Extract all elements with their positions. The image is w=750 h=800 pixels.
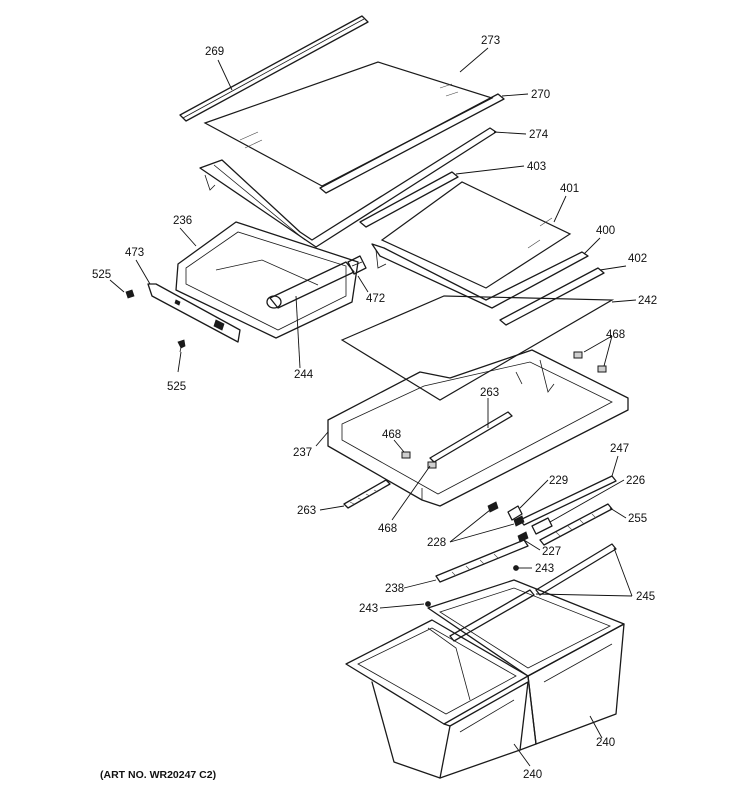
label-255: 255 [628,513,647,525]
glass-cover-242 [340,295,615,401]
label-270: 270 [531,89,550,101]
label-274: 274 [529,129,549,141]
shelf-trim-270 [319,93,505,194]
label-525-lower: 525 [167,381,186,393]
label-236: 236 [173,215,192,227]
seal-strip-263-upper [429,411,513,463]
callout-labels: 269 273 270 274 403 401 400 402 242 236 … [92,35,657,781]
label-472: 472 [366,293,385,305]
art-number: (ART NO. WR20247 C2) [100,769,216,781]
label-525-upper: 525 [92,269,111,281]
deli-drawer-236 [175,221,359,339]
glass-shelf-273 [203,61,494,187]
label-243-right: 243 [535,563,554,575]
slide-rail-247 [519,475,617,526]
crisper-pan-240-left [345,619,529,779]
drawer-slide-472 [347,255,367,275]
label-468-upper: 468 [606,329,625,341]
pan-rail-238 [435,539,529,583]
label-468-lower: 468 [378,523,397,535]
clips-468-upper [573,351,607,373]
pan-rails-245 [449,543,617,642]
crisper-cover-frame-237 [327,349,629,507]
label-242: 242 [638,295,657,307]
label-402: 402 [628,253,647,265]
label-240-right: 240 [596,737,615,749]
humidity-slide-229 [507,505,523,521]
shelf-frame-400 [371,243,589,309]
label-263-upper: 263 [480,387,499,399]
label-403: 403 [527,161,546,173]
label-263-lower: 263 [297,505,316,517]
leader-lines [109,47,637,767]
label-273: 273 [481,35,500,47]
drawer-rail-473 [147,283,241,343]
label-227: 227 [542,546,561,558]
seal-strip-263-lower [343,479,391,509]
humidity-clips-228 [487,501,525,527]
crisper-pan-240-right [427,579,625,751]
label-468-middle: 468 [382,429,401,441]
label-401: 401 [560,183,579,195]
label-247: 247 [610,443,629,455]
shelf-trim-269 [179,15,369,122]
label-238: 238 [385,583,404,595]
screw-525-upper [125,289,135,299]
clip-468-lower [427,461,437,469]
label-245: 245 [636,591,655,603]
label-226: 226 [626,475,645,487]
label-240-left: 240 [523,769,542,781]
humidity-tab-227 [517,531,529,543]
glass-shelf-401 [380,181,572,289]
label-229: 229 [549,475,568,487]
clip-468-middle [401,451,411,459]
bumpers-243 [425,565,519,607]
label-228: 228 [427,537,446,549]
label-473: 473 [125,247,144,259]
drawer-cover-244 [266,261,355,309]
label-400: 400 [596,225,615,237]
screw-525-lower [177,339,186,353]
shelf-trim-402 [499,267,605,326]
shelf-trim-403 [359,171,459,228]
shelf-frame-274 [199,127,497,248]
label-237: 237 [293,447,312,459]
label-269: 269 [205,46,224,58]
label-243-left: 243 [359,603,378,615]
humidity-control-226 [531,517,553,535]
label-244: 244 [294,369,314,381]
